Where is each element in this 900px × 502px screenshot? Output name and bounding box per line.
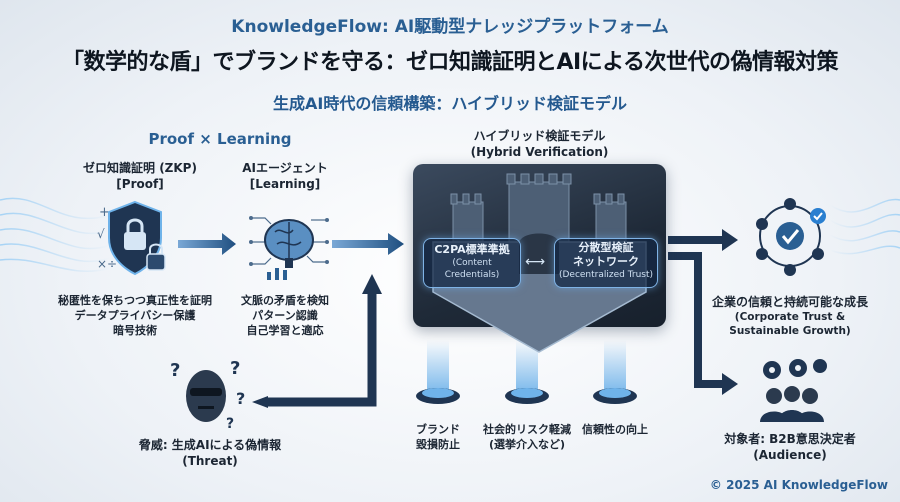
section-label: Proof × Learning	[148, 130, 292, 148]
corporate-sub-2: Sustainable Growth)	[729, 325, 851, 337]
arrow-panel-to-corporate	[668, 229, 738, 251]
pillar-2-line-1: 社会的リスク軽減	[483, 423, 571, 436]
ai-desc-2: パターン認識	[252, 309, 318, 322]
page-title: 「数学的な盾」でブランドを守る：ゼロ知識証明とAIによる次世代の偽情報対策	[61, 50, 839, 75]
zkp-tag: [Proof]	[116, 177, 164, 191]
decentralized-sub: (Decentralized Trust)	[558, 270, 654, 280]
c2pa-sub-1: (Content	[452, 258, 492, 268]
zkp-title: ゼロ知識証明 (ZKP)	[83, 161, 197, 175]
hybrid-panel: C2PA標準準拠 (Content Credentials) ⟷ 分散型検証 ネ…	[413, 164, 666, 353]
pillar-2-line-2: (選挙介入など)	[488, 438, 566, 451]
hybrid-heading: ハイブリッド検証モデル (Hybrid Verification)	[413, 128, 666, 160]
threat-title: 脅威: 生成AIによる偽情報	[138, 438, 282, 452]
network-check-icon	[756, 198, 826, 276]
threat-sub: (Threat)	[182, 454, 238, 468]
masked-face-icon: ? ? ? ?	[170, 358, 245, 432]
corporate-sub-1: (Corporate Trust &	[734, 311, 846, 323]
zkp-heading: ゼロ知識証明 (ZKP) [Proof]	[60, 160, 220, 192]
audience-label: 対象者: B2B意思決定者 (Audience)	[710, 431, 870, 463]
footer-copyright: © 2025 AI KnowledgeFlow	[709, 478, 888, 492]
svg-text:?: ?	[230, 358, 240, 379]
pillar-2-label: 社会的リスク軽減 (選挙介入など)	[472, 422, 582, 452]
ai-heading: AIエージェント [Learning]	[215, 160, 355, 192]
shield-lock-icon: + √ ×÷	[97, 200, 166, 276]
arrow-ai-to-panel	[332, 233, 404, 255]
ai-tag: [Learning]	[249, 177, 321, 191]
pillar-1-label: ブランド 毀損防止	[398, 422, 478, 452]
svg-text:+: +	[99, 205, 110, 220]
corporate-label: 企業の信頼と持続可能な成長 (Corporate Trust & Sustain…	[700, 294, 880, 338]
bidirectional-arrow-icon: ⟷	[525, 254, 546, 270]
decentralized-pill: 分散型検証 ネットワーク (Decentralized Trust)	[554, 238, 658, 288]
svg-text:√: √	[97, 227, 105, 241]
zkp-desc-3: 暗号技術	[113, 324, 157, 337]
hybrid-title: ハイブリッド検証モデル	[473, 129, 606, 143]
threat-label: 脅威: 生成AIによる偽情報 (Threat)	[110, 437, 310, 469]
ai-desc-1: 文脈の矛盾を検知	[241, 294, 329, 307]
page-subtitle: 生成AI時代の信頼構築：ハイブリッド検証モデル	[272, 94, 628, 113]
svg-text:?: ?	[170, 360, 180, 381]
corporate-title: 企業の信頼と持続可能な成長	[711, 295, 868, 309]
zkp-description: 秘匿性を保ちつつ真正性を証明 データプライバシー保護 暗号技術	[40, 293, 230, 338]
arrow-zkp-to-ai	[178, 233, 236, 255]
audience-title: 対象者: B2B意思決定者	[724, 432, 856, 446]
svg-text:×÷: ×÷	[97, 257, 117, 271]
hybrid-subtitle: (Hybrid Verification)	[470, 145, 609, 159]
left-wave-lines	[0, 197, 111, 272]
business-people-icon	[760, 359, 827, 422]
svg-text:?: ?	[236, 389, 245, 408]
c2pa-pill: C2PA標準準拠 (Content Credentials)	[423, 238, 521, 288]
right-wave-lines	[829, 198, 900, 255]
pillar-1-line-1: ブランド	[416, 423, 460, 436]
brain-circuit-icon	[249, 216, 329, 280]
decentralized-title-1: 分散型検証	[578, 241, 634, 254]
zkp-desc-1: 秘匿性を保ちつつ真正性を証明	[58, 294, 212, 307]
svg-text:?: ?	[226, 416, 234, 432]
pillar-1-line-2: 毀損防止	[416, 438, 460, 451]
audience-sub: (Audience)	[753, 448, 827, 462]
zkp-desc-2: データプライバシー保護	[74, 309, 196, 322]
ai-description: 文脈の矛盾を検知 パターン認識 自己学習と適応	[215, 293, 355, 338]
pillar-3-label: 信頼性の向上	[575, 422, 655, 437]
ai-title: AIエージェント	[242, 161, 328, 175]
pillar-3-line-1: 信頼性の向上	[582, 423, 648, 436]
arrow-threat-loop	[268, 290, 377, 407]
ai-desc-3: 自己学習と適応	[246, 324, 324, 337]
c2pa-sub-2: Credentials)	[444, 270, 500, 280]
pillar-beams	[416, 340, 637, 404]
eyebrow-title: KnowledgeFlow: AI駆動型ナレッジプラットフォーム	[231, 17, 669, 37]
decentralized-title-2: ネットワーク	[573, 255, 639, 268]
arrow-panel-to-audience	[668, 252, 738, 395]
c2pa-title: C2PA標準準拠	[434, 243, 510, 256]
